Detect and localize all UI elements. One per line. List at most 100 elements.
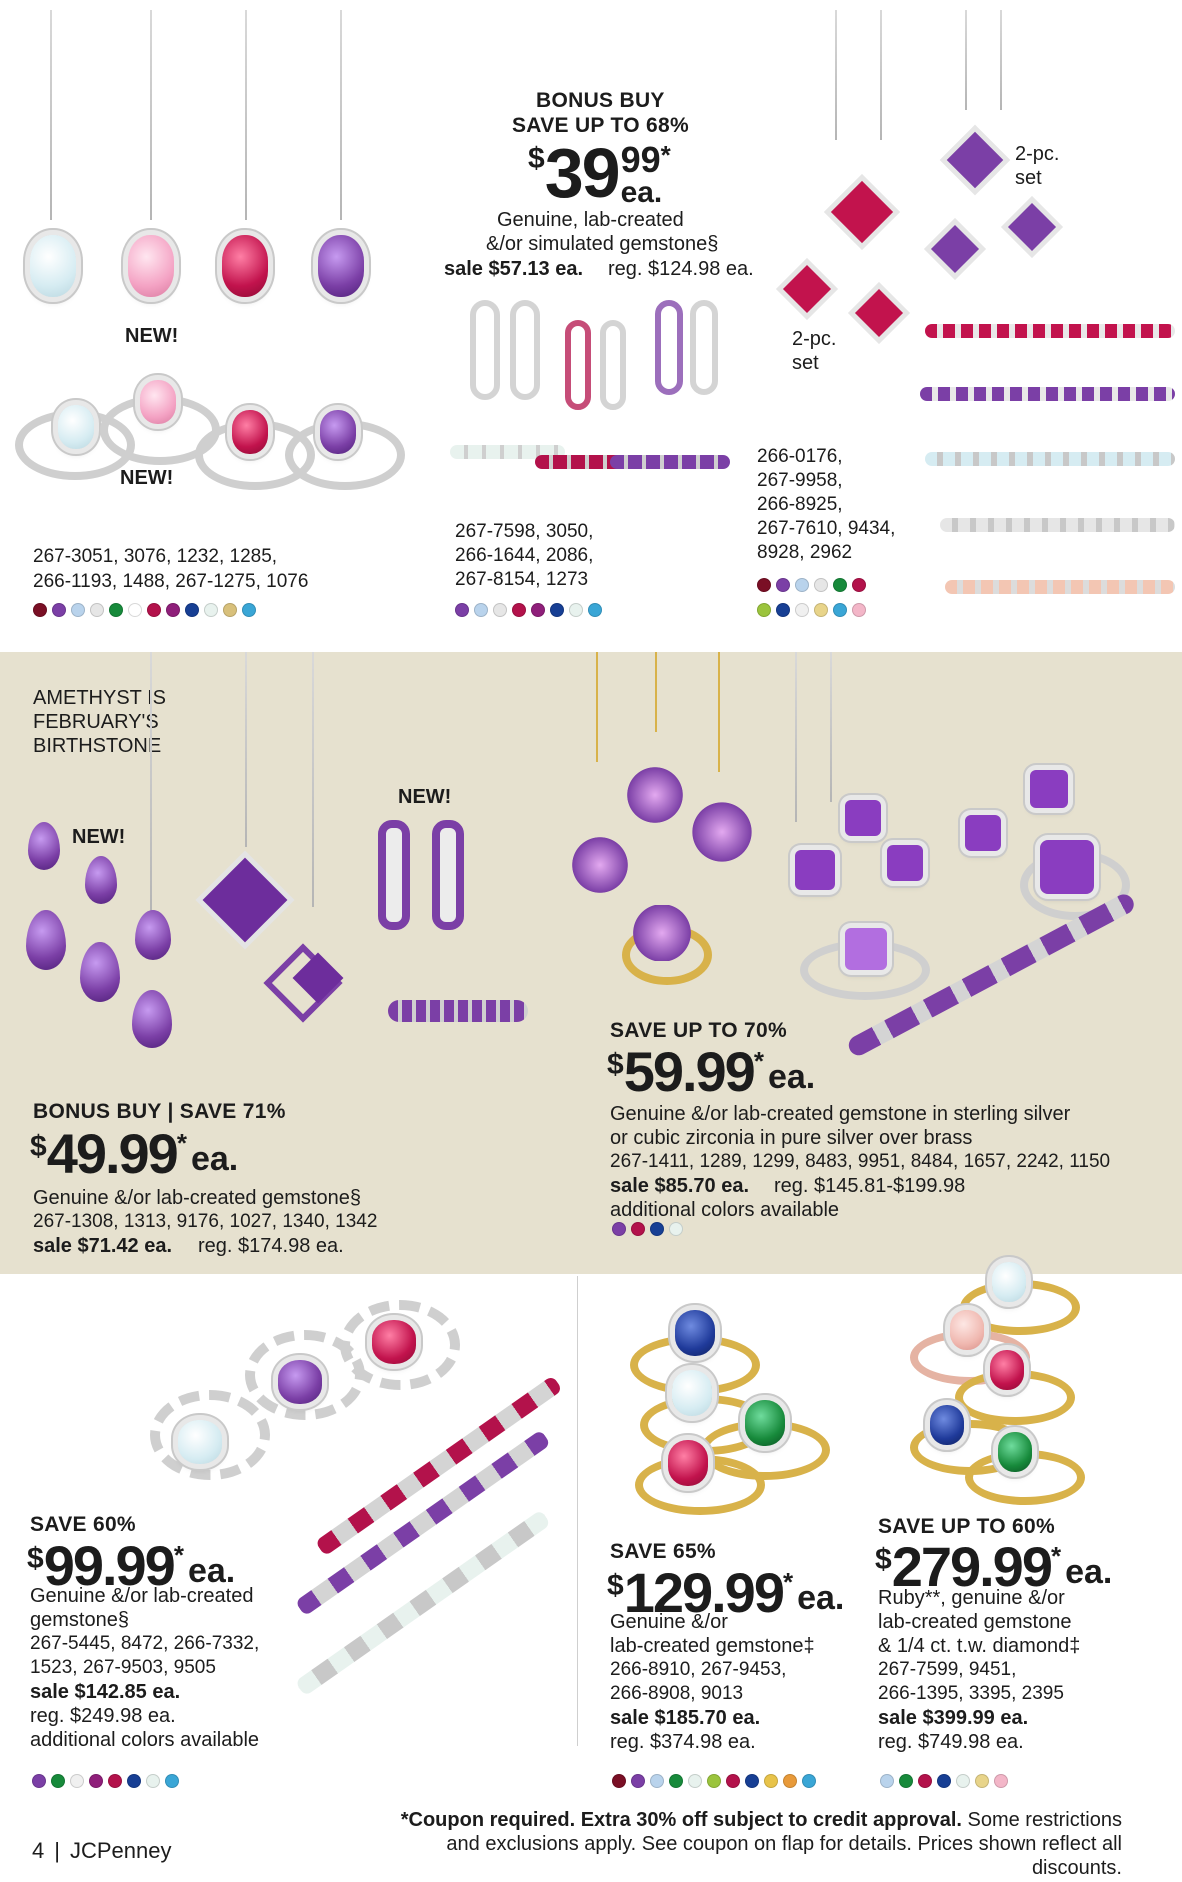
new-badge-pendants: NEW! bbox=[125, 325, 179, 347]
color-swatch-dot bbox=[795, 578, 809, 592]
price-currency: $ bbox=[528, 142, 545, 175]
sku-list-middle-2: 266-1644, 2086, bbox=[455, 545, 594, 566]
color-swatch-dot bbox=[802, 1774, 816, 1788]
offer-desc-line-1: Ruby**, genuine &/or bbox=[878, 1587, 1065, 1609]
offer-desc-line-2: lab-created gemstone bbox=[878, 1611, 1072, 1633]
price-currency: $ bbox=[30, 1130, 47, 1163]
price-amount: 99.99 bbox=[43, 1534, 176, 1597]
color-swatch-dot bbox=[669, 1222, 683, 1236]
color-swatches bbox=[880, 1774, 1008, 1788]
color-swatch-dot bbox=[918, 1774, 932, 1788]
offer-desc-line-2: gemstone§ bbox=[30, 1609, 129, 1631]
disclaimer-rest: Some restrictions bbox=[961, 1809, 1122, 1831]
color-swatch-dot bbox=[650, 1222, 664, 1236]
price-279-99: $ 279.99 * ea. bbox=[875, 1539, 1112, 1595]
price-unit: ea. bbox=[190, 1140, 239, 1178]
color-swatch-dot bbox=[51, 1774, 65, 1788]
color-swatch-dot bbox=[33, 603, 47, 617]
price-cents: 99 bbox=[620, 139, 661, 180]
color-swatch-dot bbox=[764, 1774, 778, 1788]
price-39-99: $ 39 99 * ea. bbox=[528, 138, 671, 208]
offer-desc-line-2: or cubic zirconia in pure silver over br… bbox=[610, 1127, 973, 1149]
color-swatch-dot bbox=[70, 1774, 84, 1788]
color-swatch-dot bbox=[531, 603, 545, 617]
color-swatch-dot bbox=[550, 603, 564, 617]
color-swatch-dot bbox=[588, 603, 602, 617]
color-swatch-dot bbox=[795, 603, 809, 617]
price-whole: 39 bbox=[544, 134, 621, 212]
price-49-99: $ 49.99 * ea. bbox=[30, 1126, 238, 1182]
offer-headline-bonus-buy-71: BONUS BUY | SAVE 71% bbox=[33, 1100, 286, 1123]
color-swatch-dot bbox=[833, 578, 847, 592]
offer-reg-price: reg. $374.98 ea. bbox=[610, 1731, 756, 1753]
color-swatch-dot bbox=[612, 1774, 626, 1788]
color-swatches-middle bbox=[455, 603, 602, 617]
offer-desc: Genuine &/or lab-created gemstone§ bbox=[33, 1187, 361, 1209]
color-swatch-dot bbox=[707, 1774, 721, 1788]
color-swatches bbox=[612, 1774, 816, 1788]
sku-list-line-1: 267-7599, 9451, bbox=[878, 1659, 1017, 1680]
offer-desc-line-1: Genuine &/or bbox=[610, 1611, 728, 1633]
price-unit: ea. bbox=[797, 1579, 845, 1617]
offer-headline-save-70: SAVE UP TO 70% bbox=[610, 1019, 787, 1042]
offer-reg-price: reg. $145.81-$199.98 bbox=[774, 1175, 966, 1197]
color-swatch-dot bbox=[89, 1774, 103, 1788]
offer-headline-save-65: SAVE 65% bbox=[610, 1540, 716, 1563]
color-swatch-dot bbox=[994, 1774, 1008, 1788]
offer-reg-price: reg. $124.98 ea. bbox=[608, 258, 754, 280]
offer-desc-line-2: lab-created gemstone‡ bbox=[610, 1635, 815, 1657]
offer-headline-save-68: SAVE UP TO 68% bbox=[512, 114, 689, 137]
color-swatch-dot bbox=[814, 578, 828, 592]
color-swatch-dot bbox=[165, 1774, 179, 1788]
color-swatch-dot bbox=[757, 603, 771, 617]
price-currency: $ bbox=[27, 1542, 44, 1575]
price-asterisk: * bbox=[1050, 1541, 1062, 1571]
price-amount: 59.99 bbox=[623, 1040, 756, 1103]
color-swatch-dot bbox=[204, 603, 218, 617]
sku-list-right-3: 266-8925, bbox=[757, 494, 843, 515]
birthstone-callout-line-1: AMETHYST IS bbox=[33, 687, 166, 709]
new-badge-rings: NEW! bbox=[120, 467, 174, 489]
color-swatch-dot bbox=[937, 1774, 951, 1788]
offer-sale-price: sale $185.70 ea. bbox=[610, 1707, 761, 1729]
offer-sale-price: sale $142.85 ea. bbox=[30, 1681, 181, 1703]
page-number: 4 bbox=[32, 1838, 45, 1863]
price-currency: $ bbox=[607, 1569, 624, 1602]
page-footer-brand: 4 | JCPenney bbox=[32, 1838, 171, 1864]
color-swatch-dot bbox=[814, 603, 828, 617]
set-label-top-line-1: 2-pc. bbox=[1015, 143, 1060, 165]
sku-list-line-2: 266-8908, 9013 bbox=[610, 1683, 744, 1704]
color-swatches-left bbox=[33, 603, 256, 617]
color-swatch-dot bbox=[688, 1774, 702, 1788]
color-swatch-dot bbox=[32, 1774, 46, 1788]
coupon-disclaimer: *Coupon required. Extra 30% off subject … bbox=[362, 1808, 1122, 1880]
price-59-99: $ 59.99 * ea. bbox=[607, 1044, 815, 1100]
color-swatch-dot bbox=[899, 1774, 913, 1788]
column-divider bbox=[577, 1276, 578, 1746]
offer-headline-save-up-to-60: SAVE UP TO 60% bbox=[878, 1515, 1055, 1538]
price-asterisk: * bbox=[173, 1540, 184, 1570]
color-swatches bbox=[612, 1222, 683, 1236]
price-amount: 279.99 bbox=[891, 1535, 1053, 1598]
color-swatch-dot bbox=[108, 1774, 122, 1788]
birthstone-callout-line-2: FEBRUARY'S bbox=[33, 711, 159, 733]
disclaimer-bold: *Coupon required. Extra 30% off subject … bbox=[400, 1809, 962, 1831]
color-swatch-dot bbox=[852, 603, 866, 617]
footer-separator: | bbox=[54, 1838, 60, 1863]
offer-desc-line-1: Genuine, lab-created bbox=[497, 209, 684, 231]
new-badge-hoops: NEW! bbox=[398, 786, 452, 808]
sku-list-left-1: 267-3051, 3076, 1232, 1285, bbox=[33, 546, 278, 567]
color-swatches bbox=[32, 1774, 179, 1788]
sku-list-line-2: 1523, 267-9503, 9505 bbox=[30, 1657, 216, 1678]
color-swatch-dot bbox=[242, 603, 256, 617]
color-swatch-dot bbox=[783, 1774, 797, 1788]
color-swatch-dot bbox=[650, 1774, 664, 1788]
color-swatch-dot bbox=[146, 1774, 160, 1788]
color-swatch-dot bbox=[128, 603, 142, 617]
birthstone-callout-line-3: BIRTHSTONE bbox=[33, 735, 162, 757]
color-swatch-dot bbox=[631, 1774, 645, 1788]
color-swatch-dot bbox=[956, 1774, 970, 1788]
price-amount: 49.99 bbox=[46, 1122, 179, 1185]
color-swatch-dot bbox=[757, 578, 771, 592]
color-swatches-right-row-1 bbox=[757, 578, 866, 592]
